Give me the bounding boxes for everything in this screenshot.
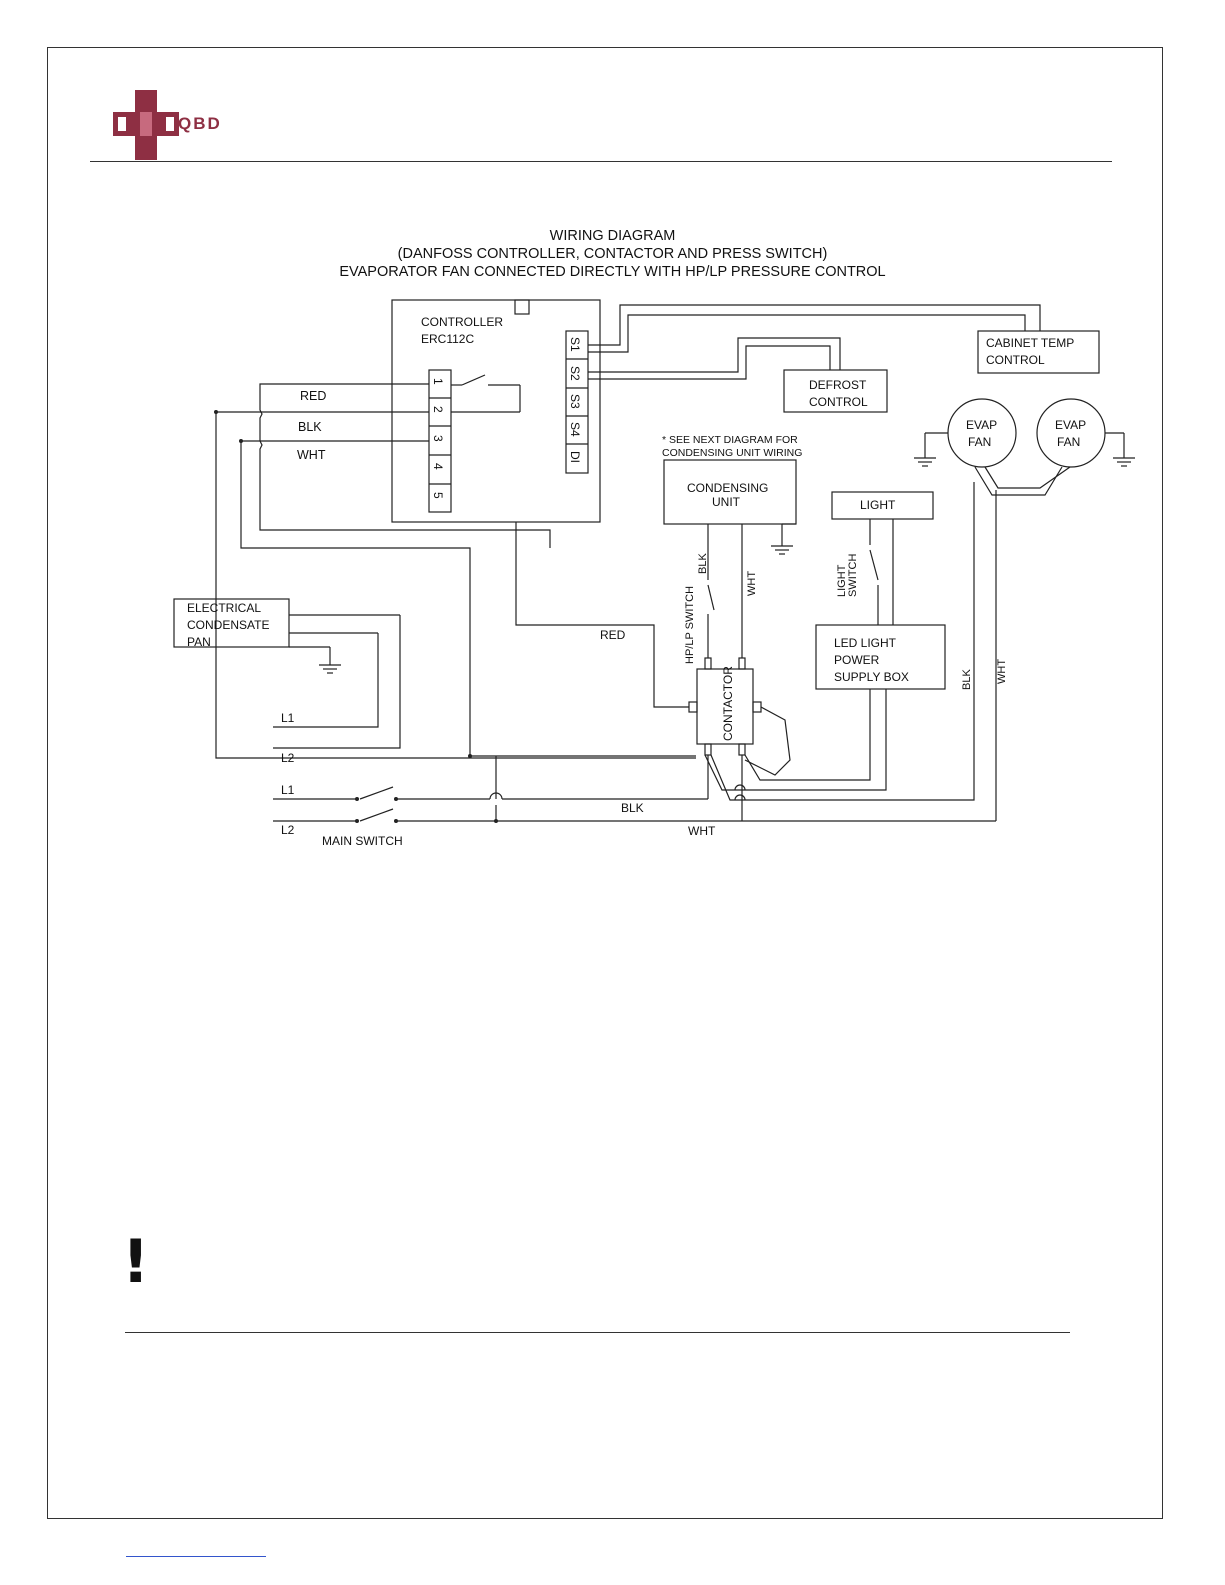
sensor-s4: S4 <box>568 422 582 437</box>
wire-label-wht: WHT <box>297 448 326 462</box>
qbd-logo <box>113 90 179 160</box>
header-rule <box>90 161 1112 162</box>
terminal-4: 4 <box>431 463 445 470</box>
footer-rule <box>125 1332 1070 1333</box>
note-line-2: CONDENSING UNIT WIRING <box>662 447 802 459</box>
wire-label-blk-condensing: BLK <box>697 553 709 574</box>
wire-label-l1-pan: L1 <box>281 711 295 725</box>
hp-lp-switch-label: HP/LP SWITCH <box>684 586 696 664</box>
wire-label-l1-main: L1 <box>281 783 295 797</box>
wire-label-blk-fan: BLK <box>961 669 973 690</box>
led-box-line-2: POWER <box>834 653 880 667</box>
diagram-title-line-1: WIRING DIAGRAM <box>549 228 676 244</box>
diagram-title-line-2: (DANFOSS CONTROLLER, CONTACTOR AND PRESS… <box>397 246 828 262</box>
defrost-label-line-2: CONTROL <box>809 395 868 409</box>
wire-label-l2-pan: L2 <box>281 751 295 765</box>
cabinet-temp-label-line-1: CABINET TEMP <box>986 336 1074 350</box>
terminal-5: 5 <box>431 492 445 499</box>
terminal-1: 1 <box>431 378 445 385</box>
wire-label-red: RED <box>300 389 326 403</box>
page-border <box>47 47 1163 1519</box>
terminal-2: 2 <box>431 406 445 413</box>
sensor-s3: S3 <box>568 394 582 409</box>
condensate-pan-line-2: CONDENSATE <box>187 618 269 632</box>
diagram-title-line-3: EVAPORATOR FAN CONNECTED DIRECTLY WITH H… <box>339 264 886 280</box>
note-line-1: * SEE NEXT DIAGRAM FOR <box>662 434 798 446</box>
condensing-unit-line-1: CONDENSING <box>687 481 768 495</box>
logo-text: QBD <box>178 114 222 133</box>
evap-fan-1-line-2: FAN <box>968 435 991 449</box>
wire-label-blk: BLK <box>298 420 322 434</box>
wire-label-l2-main: L2 <box>281 823 295 837</box>
terminal-3: 3 <box>431 435 445 442</box>
led-box-line-3: SUPPLY BOX <box>834 670 909 684</box>
footer-link-underline[interactable] <box>126 1556 266 1557</box>
light-label: LIGHT <box>860 498 896 512</box>
wire-label-wht-fan: WHT <box>996 659 1008 684</box>
main-switch-label: MAIN SWITCH <box>322 834 403 848</box>
light-switch-line-2: SWITCH <box>847 554 859 597</box>
wire-label-wht-condensing: WHT <box>746 571 758 596</box>
wire-label-red-contactor: RED <box>600 628 626 642</box>
sensor-di: DI <box>568 451 582 463</box>
led-box-line-1: LED LIGHT <box>834 636 897 650</box>
defrost-label-line-1: DEFROST <box>809 378 867 392</box>
condensing-unit-line-2: UNIT <box>712 495 741 509</box>
sensor-s2: S2 <box>568 366 582 381</box>
evap-fan-2-line-2: FAN <box>1057 435 1080 449</box>
sensor-s1: S1 <box>568 337 582 352</box>
condensate-pan-line-3: PAN <box>187 635 211 649</box>
wire-label-blk-bottom: BLK <box>621 801 644 815</box>
wire-label-wht-bottom: WHT <box>688 824 716 838</box>
controller-label-line-2: ERC112C <box>421 332 474 346</box>
condensate-pan-line-1: ELECTRICAL <box>187 601 261 615</box>
evap-fan-2-line-1: EVAP <box>1055 418 1086 432</box>
controller-label-line-1: CONTROLLER <box>421 315 503 329</box>
light-switch-line-1: LIGHT <box>836 564 848 597</box>
evap-fan-1-line-1: EVAP <box>966 418 997 432</box>
warning-icon: ! <box>122 1227 150 1297</box>
contactor-label: CONTACTOR <box>721 666 735 741</box>
cabinet-temp-label-line-2: CONTROL <box>986 353 1045 367</box>
